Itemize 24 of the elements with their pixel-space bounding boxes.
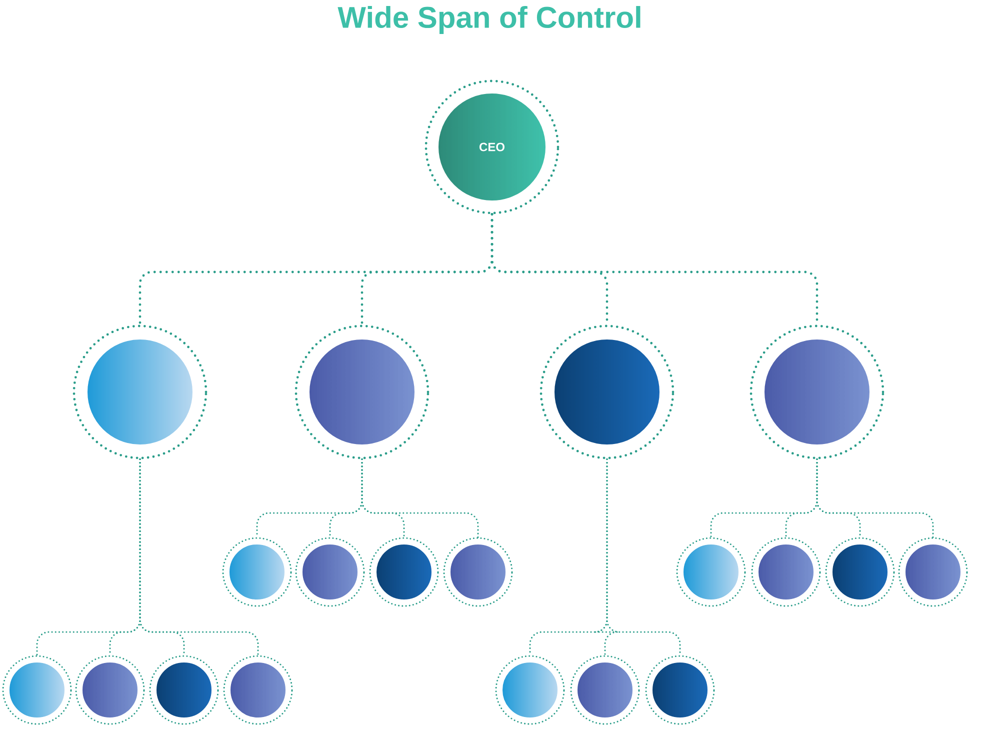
- person-circle: [750, 324, 884, 460]
- person-circle: [443, 537, 513, 607]
- title: Wide Span of Control: [338, 6, 640, 34]
- connector-line: [361, 458, 479, 538]
- person-circle: [540, 324, 674, 460]
- person-circle: [72, 324, 208, 460]
- connector-line: [139, 458, 259, 656]
- person-circle: [676, 537, 746, 607]
- person-circle: [149, 655, 219, 725]
- connector-line: [816, 458, 934, 538]
- person-circle: [570, 655, 640, 725]
- person-circle: [2, 655, 72, 725]
- person-circle: [222, 537, 292, 607]
- person-circle: [75, 655, 145, 725]
- person-circle: [294, 324, 430, 460]
- person-circle: [495, 655, 565, 725]
- connector-line: [606, 458, 681, 656]
- person-circle: [645, 655, 715, 725]
- person-circle: [825, 537, 895, 607]
- person-circle: [751, 537, 821, 607]
- person-circle: [369, 537, 439, 607]
- person-circle: [295, 537, 365, 607]
- person-circle: [223, 655, 293, 725]
- person-circle: [898, 537, 968, 607]
